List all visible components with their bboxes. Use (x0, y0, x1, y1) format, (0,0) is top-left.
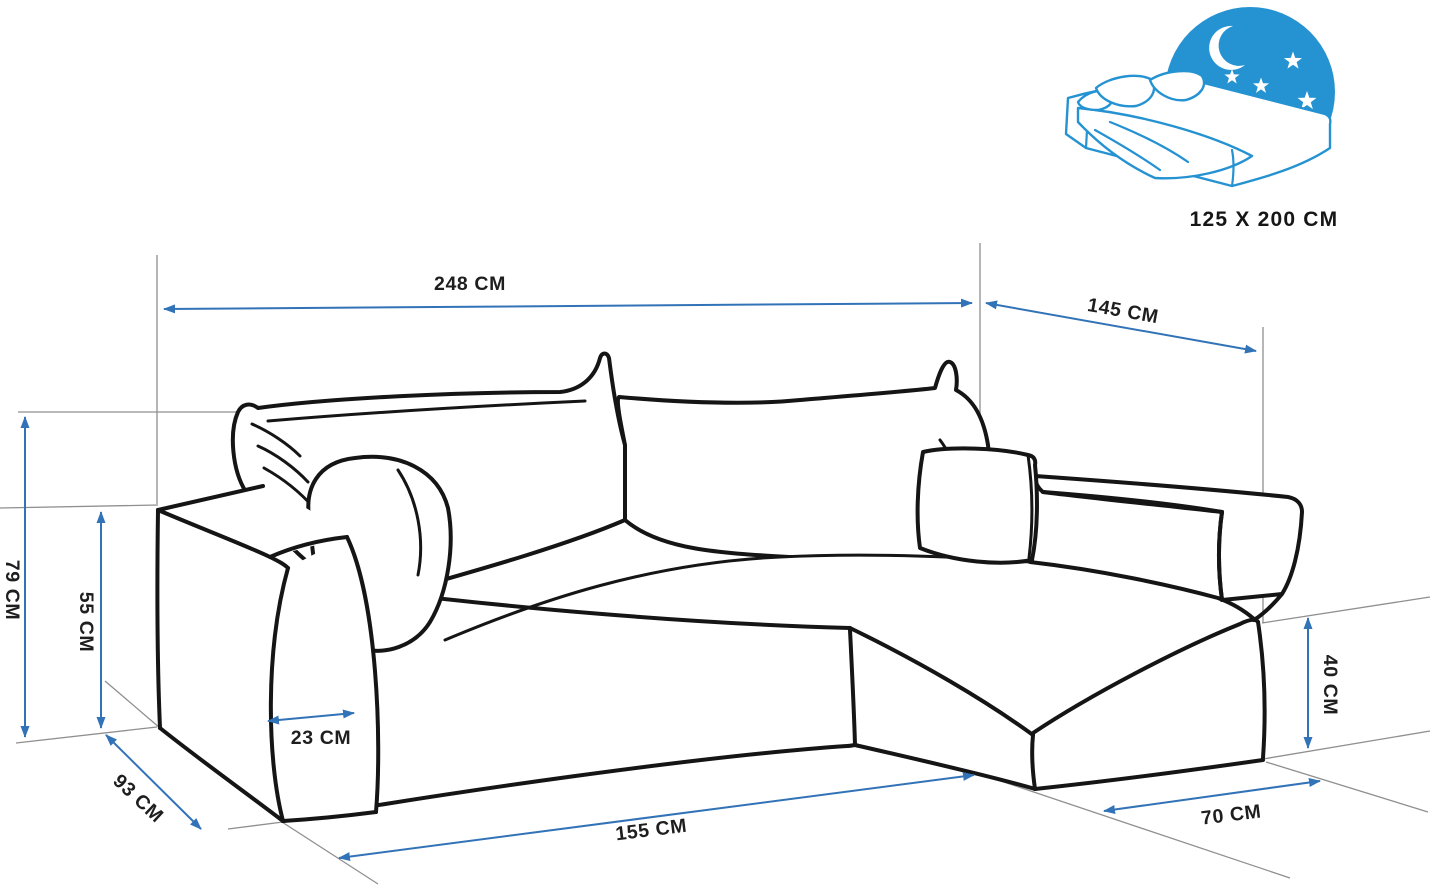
label-armrest-width: 23 CM (291, 727, 351, 749)
dim-line-armrest-width (267, 709, 355, 725)
sleeping-function-badge: 125 X 200 CM (1064, 7, 1339, 231)
moon-icon (1209, 25, 1245, 70)
chaise-pillow (915, 446, 1039, 565)
label-chaise-seat-height: 40 CM (1319, 655, 1341, 715)
label-total-height: 79 CM (1, 560, 23, 620)
dim-line-total-depth (985, 300, 1257, 354)
sleeping-area-label: 125 X 200 CM (1190, 208, 1339, 231)
label-armrest-height: 55 CM (75, 592, 97, 652)
label-seat-length: 155 CM (614, 815, 688, 846)
label-total-width: 248 CM (434, 273, 506, 295)
dim-line-side-depth (105, 734, 202, 830)
label-chaise-width: 70 CM (1200, 800, 1263, 829)
dimension-labels: 248 CM 145 CM 79 CM 55 CM 23 CM 93 CM 15… (1, 273, 1341, 845)
dim-line-seat-length (338, 771, 975, 862)
dimension-lines (20, 298, 1321, 862)
dim-line-total-width (163, 298, 973, 314)
sofa-illustration (155, 351, 1304, 823)
bed-icon (1064, 69, 1332, 188)
dim-line-chaise-width (1103, 778, 1321, 814)
extension-lines (0, 243, 1431, 885)
label-side-depth: 93 CM (108, 770, 167, 827)
